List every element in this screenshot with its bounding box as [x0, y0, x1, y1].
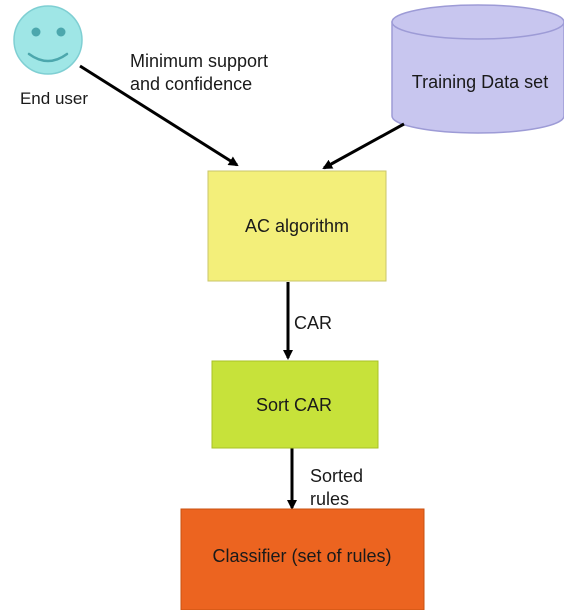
training-data-store: Training Data set	[391, 4, 564, 134]
classifier-box: Classifier (set of rules)	[180, 508, 425, 610]
arrow-data-to-algorithm	[322, 122, 405, 170]
edge-label-line: Sorted	[310, 466, 363, 486]
edge-label-line: and confidence	[130, 74, 252, 94]
training-data-label: Training Data set	[412, 72, 548, 92]
database-cylinder-icon	[391, 4, 564, 134]
classifier-label: Classifier (set of rules)	[212, 546, 391, 566]
ac-algorithm-box: AC algorithm	[207, 170, 387, 282]
edge-label-car: CAR	[294, 313, 332, 333]
arrow-user-to-algorithm	[79, 64, 239, 167]
edge-label-min-support: Minimum support and confidence	[130, 51, 268, 94]
end-user-label: End user	[20, 89, 88, 108]
edge-label-line: rules	[310, 489, 349, 509]
smiley-face-icon	[13, 5, 83, 75]
end-user-actor: End user	[13, 5, 88, 108]
sort-car-box: Sort CAR	[211, 360, 379, 449]
edge-label-sorted-rules: Sorted rules	[310, 466, 363, 509]
edge-label-line: Minimum support	[130, 51, 268, 71]
sort-car-label: Sort CAR	[256, 395, 332, 415]
ac-algorithm-label: AC algorithm	[245, 216, 349, 236]
